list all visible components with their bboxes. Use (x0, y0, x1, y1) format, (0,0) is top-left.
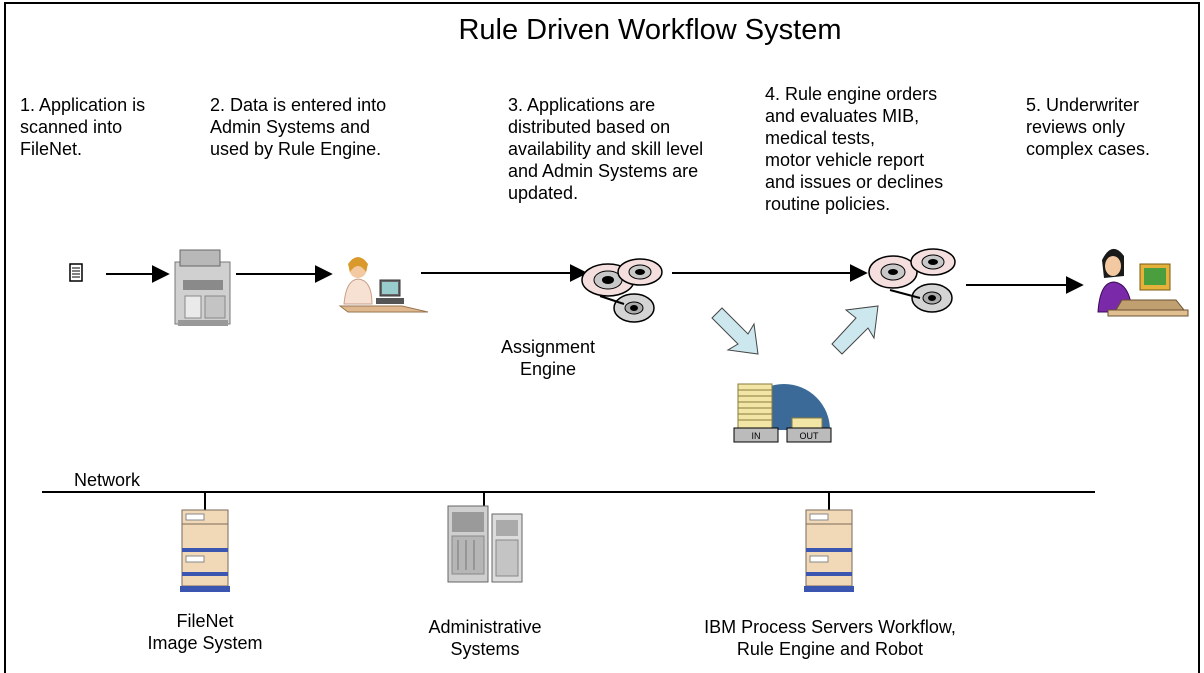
administrative-systems-label: Administrative Systems (428, 617, 542, 659)
work-queue-inbox-icon (733, 383, 832, 443)
to-work-queue-arrow (711, 307, 759, 355)
from-work-queue-arrow (831, 305, 879, 355)
page-title: Rule Driven Workflow System (458, 14, 842, 46)
document-icon (69, 263, 83, 282)
in-tray-label: IN (752, 431, 761, 441)
step-4-text: 4. Rule engine orders and evaluates MIB,… (765, 84, 944, 214)
underwriter-icon (1097, 248, 1189, 317)
ibm-process-servers-label: IBM Process Servers Workflow, Rule Engin… (704, 617, 956, 659)
out-tray-label: OUT (800, 431, 820, 441)
step-2-text: 2. Data is entered into Admin Systems an… (210, 95, 387, 159)
step-1-text: 1. Application is scanned into FileNet. (20, 95, 146, 159)
rule-engine-gears-icon (868, 248, 956, 313)
diagram-frame (4, 2, 1200, 673)
data-entry-clerk-icon (338, 257, 429, 313)
assignment-engine-gears-icon (581, 258, 663, 323)
administrative-systems-mainframe-icon (447, 505, 523, 583)
network-label: Network (74, 470, 141, 490)
scanner-machine-icon (174, 249, 231, 326)
assignment-engine-label: Assignment Engine (500, 337, 596, 379)
step-3-text: 3. Applications are distributed based on… (508, 95, 704, 203)
step-5-text: 5. Underwriter reviews only complex case… (1026, 95, 1151, 159)
filenet-server-icon (180, 509, 230, 592)
filenet-server-label: FileNet Image System (147, 611, 263, 653)
ibm-process-server-icon (804, 509, 854, 592)
